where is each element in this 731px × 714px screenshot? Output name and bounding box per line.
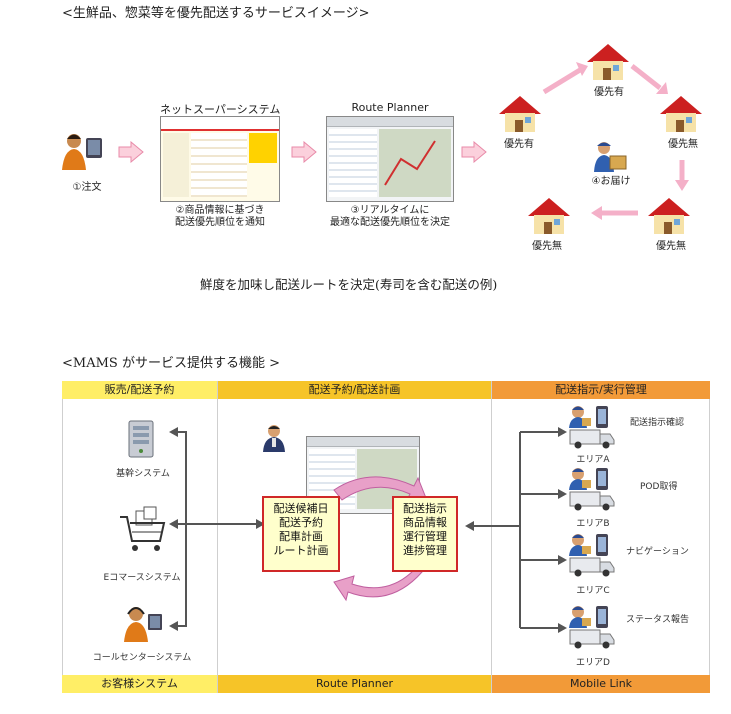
netsuper-title: ネットスーパーシステム [160, 103, 281, 116]
system-core-label: 基幹システム [116, 469, 170, 479]
function-label: ナビゲーション [626, 547, 689, 557]
flow-arrow-1 [118, 141, 144, 163]
route-arrow-right [630, 64, 668, 94]
right-connectors [465, 427, 567, 633]
shopping-cart-icon [118, 505, 168, 555]
house-icon [585, 42, 631, 82]
col1-header: 販売/配送予約 [62, 381, 217, 399]
route-arrow-down [675, 160, 689, 191]
route-planner-title: Route Planner [351, 101, 429, 114]
step2-label-line2: 配送優先順位を通知 [175, 217, 265, 228]
area-b-label: エリアB [576, 519, 610, 529]
instruction-function-item: 進捗管理 [403, 544, 447, 557]
flow-arrow-3 [461, 141, 487, 163]
house-icon [497, 94, 543, 134]
route-planner-screenshot [326, 116, 454, 202]
bottom-heading: <MAMS がサービス提供する機能 > [62, 356, 280, 371]
planner-function-item: 配車計画 [279, 530, 323, 543]
house-bottom-left-label: 優先無 [532, 241, 562, 252]
delivery-truck-icon [568, 604, 618, 650]
area-d-label: エリアD [576, 658, 610, 668]
route-arrow-up [542, 62, 588, 95]
function-label: POD取得 [640, 482, 678, 492]
system-ecommerce-label: Eコマースシステム [103, 573, 181, 583]
step4-label: ④お届け [591, 176, 631, 187]
col3-footer: Mobile Link [492, 675, 710, 693]
system-callcenter-label: コールセンターシステム [92, 653, 192, 663]
instruction-function-item: 運行管理 [403, 530, 447, 543]
area-a-label: エリアA [576, 455, 610, 465]
left-connectors [169, 427, 265, 631]
step1-label: ①注文 [72, 182, 102, 193]
house-icon [646, 196, 692, 236]
step2-label-line1: ②商品情報に基づき [175, 205, 265, 216]
instruction-function-item: 商品情報 [403, 516, 447, 529]
step3-label-line2: 最適な配送優先順位を決定 [330, 217, 450, 228]
house-icon [658, 94, 704, 134]
delivery-truck-icon [568, 466, 618, 512]
house-right-label: 優先無 [668, 139, 698, 150]
planner-person-icon [262, 424, 286, 452]
delivery-person-icon [592, 140, 628, 172]
server-icon [126, 418, 158, 460]
call-center-operator-icon [124, 604, 166, 642]
top-heading: <生鮮品、惣菜等を優先配送するサービスイメージ> [62, 6, 370, 21]
area-c-label: エリアC [576, 586, 610, 596]
route-arrow-left [591, 206, 638, 220]
col3-header: 配送指示/実行管理 [492, 381, 710, 399]
col2-footer: Route Planner [218, 675, 491, 693]
planner-functions-box: 配送候補日 配送予約 配車計画 ルート計画 [262, 496, 340, 572]
netsuper-screenshot [160, 116, 280, 202]
function-label: 配送指示確認 [630, 418, 685, 428]
instruction-functions-box: 配送指示 商品情報 運行管理 進捗管理 [392, 496, 458, 572]
delivery-truck-icon [568, 532, 618, 578]
planner-function-item: 配送候補日 [273, 502, 329, 515]
house-icon [526, 196, 572, 236]
planner-function-item: ルート計画 [273, 544, 329, 557]
instruction-function-item: 配送指示 [403, 502, 447, 515]
sync-arrow-bottom [333, 569, 423, 602]
col2-header: 配送予約/配送計画 [218, 381, 491, 399]
customer-person-icon [62, 130, 106, 170]
planner-function-item: 配送予約 [279, 516, 323, 529]
flow-arrow-2 [291, 141, 317, 163]
house-top-label: 優先有 [594, 87, 624, 98]
house-left-label: 優先有 [504, 139, 534, 150]
house-bottom-right-label: 優先無 [656, 241, 686, 252]
top-caption: 鮮度を加味し配送ルートを決定(寿司を含む配送の例) [200, 277, 498, 292]
col1-footer: お客様システム [62, 675, 217, 693]
delivery-truck-icon [568, 404, 618, 450]
function-label: ステータス報告 [626, 615, 690, 625]
step3-label-line1: ③リアルタイムに [350, 205, 430, 216]
